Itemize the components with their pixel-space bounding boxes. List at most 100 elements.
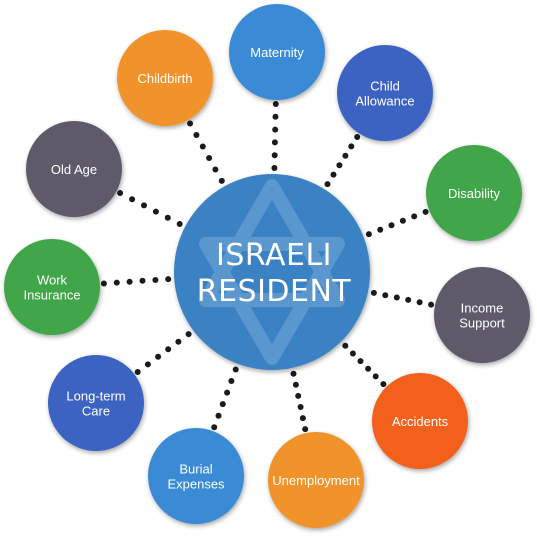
connector-dot [271,152,278,159]
connector-dot [342,152,349,159]
node-circle-accidents [372,373,468,469]
node-label-income-support: Income [461,301,504,316]
node-unemployment: Unemployment [268,432,364,528]
node-label-long-term-care: Care [82,404,110,419]
connector-dot [141,202,147,209]
node-accidents: Accidents [372,373,468,469]
node-circle-childbirth [117,30,213,126]
star-of-david-icon [199,179,345,365]
node-label-child-allowance: Allowance [355,94,414,109]
connector-dot [199,143,206,150]
connector-dot [416,299,423,306]
connector-dot [388,222,395,229]
connector-dot [302,426,309,433]
node-circle-maternity [229,4,325,100]
connector-dot [117,190,124,196]
connector-dot [348,143,355,150]
connector-dot [330,171,337,178]
node-childbirth: Childbirth [117,30,213,126]
node-disability: Disability [426,145,522,241]
node-circle-disability [426,145,522,241]
connector-dot [176,221,183,227]
connector-dot [342,342,349,349]
connector-dot [212,166,219,173]
connector-dot [292,381,299,388]
connector-dot [155,353,162,360]
node-label-maternity: Maternity [250,45,304,60]
connector-dot [422,208,429,215]
connector-dot [144,361,151,368]
connector-dot [370,289,377,296]
connector-dot [164,214,171,221]
connector-dot [365,365,372,372]
connector-dot [175,338,182,345]
node-circle-work-insurance [4,239,100,335]
connector-dot [232,366,239,373]
node-label-long-term-care: Long-term [66,389,125,404]
connector-dot [405,296,412,303]
connector-dot [271,165,278,171]
connector-dot [299,415,306,422]
connector-dot [187,120,194,127]
connector-dot [295,392,302,399]
node-old-age: Old Age [26,121,122,217]
node-circle-unemployment [268,432,364,528]
connector-dot [377,226,384,233]
connector-dot [129,196,136,203]
connector-dot [324,181,331,188]
connector-dot [218,177,225,184]
node-label-work-insurance: Insurance [23,288,80,303]
node-circle-income-support [434,267,530,363]
center-title-line1: ISRAELI [216,238,332,273]
node-label-work-insurance: Work [37,273,68,288]
connector-dot [224,389,231,396]
node-circle-long-term-care [48,355,144,451]
node-label-old-age: Old Age [51,162,97,177]
connector-dot [165,346,172,353]
node-label-burial-expenses: Burial [179,462,212,477]
node-label-child-allowance: Child [370,79,400,94]
node-label-income-support: Support [459,316,505,331]
connector-dot [297,404,304,410]
connector-dot [272,113,279,120]
node-label-accidents: Accidents [392,414,449,429]
connector-dot [290,370,297,377]
connector-dot [271,139,278,146]
connector-dot [380,381,387,388]
connector-dot [185,331,192,338]
connector-dot [228,378,235,384]
node-circle-old-age [26,121,122,217]
connector-dot [272,101,279,107]
connector-dot [349,350,356,357]
connector-dot [399,217,406,224]
connector-dot [365,231,372,238]
connector-dot [372,373,379,380]
connector-dot [165,276,172,283]
connector-dot [215,412,222,419]
connector-dot [382,292,389,299]
node-label-childbirth: Childbirth [138,71,193,86]
connector-dot [193,132,200,138]
center-circle [174,174,370,370]
node-label-unemployment: Unemployment [272,473,360,488]
node-circle-child-allowance [337,45,433,141]
connector-dot [411,213,418,220]
connector-dot [393,294,400,301]
node-circle-burial-expenses [148,428,244,524]
connector-dot [206,155,213,161]
connector-dot [272,126,279,133]
connector-dot [100,280,107,287]
center-node: ISRAELI RESIDENT [174,174,370,370]
connector-dot [219,401,226,408]
connector-lines [100,101,435,433]
connector-dot [428,301,435,308]
node-label-burial-expenses: Expenses [167,477,225,492]
connector-dot [354,134,361,140]
center-title-line2: RESIDENT [197,274,352,309]
connector-dot [134,369,141,375]
